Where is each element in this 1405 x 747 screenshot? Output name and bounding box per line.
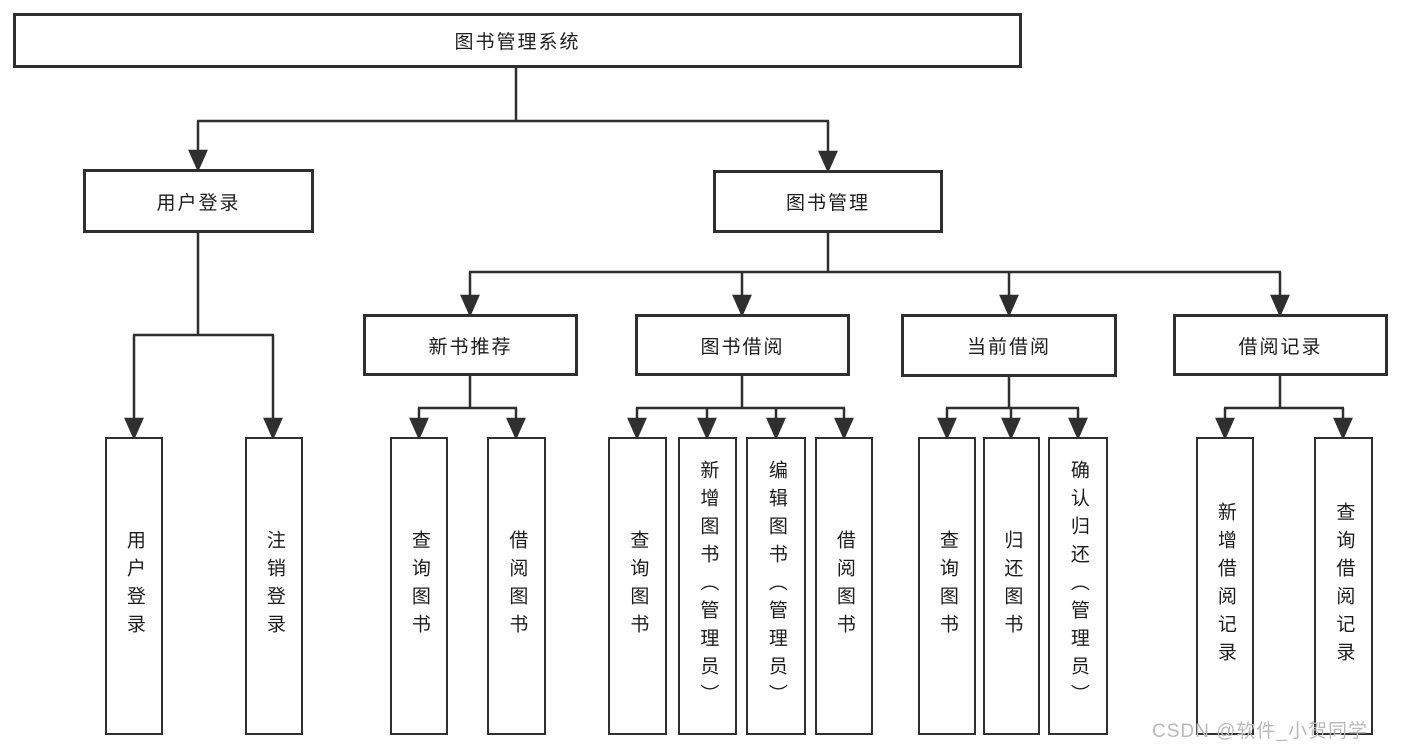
leaf-edit-books-admin: 编辑图书（管理员） [746,437,806,735]
leaf-logout-label: 注销登录 [263,530,285,642]
leaf-add-borrow-record-label: 新增借阅记录 [1214,502,1236,670]
leaf-user-login-label: 用户登录 [123,530,145,642]
leaf-borrow-books: 借阅图书 [815,437,873,735]
csdn-watermark: CSDN @软件_小贺同学 [1152,721,1368,742]
leaf-return-books-label: 归还图书 [1001,530,1023,642]
leaf-logout: 注销登录 [245,437,303,735]
leaf-query-books-borrow: 查询图书 [608,437,667,735]
leaf-query-borrow-record-label: 查询借阅记录 [1333,502,1355,670]
node-user-login: 用户登录 [83,169,314,233]
node-book-management: 图书管理 [713,170,943,233]
node-root-system: 图书管理系统 [13,13,1022,68]
leaf-query-books-current: 查询图书 [918,437,976,735]
leaf-user-login: 用户登录 [105,437,163,735]
leaf-query-borrow-record: 查询借阅记录 [1314,437,1373,735]
leaf-confirm-return-admin: 确认归还（管理员） [1048,437,1108,735]
node-borrowing-records: 借阅记录 [1173,314,1388,376]
leaf-query-books-current-label: 查询图书 [936,530,958,642]
leaf-add-borrow-record: 新增借阅记录 [1196,437,1254,735]
node-current-borrowing: 当前借阅 [901,314,1117,377]
node-book-borrowing: 图书借阅 [635,314,850,376]
leaf-confirm-return-admin-label: 确认归还（管理员） [1067,460,1089,712]
leaf-return-books: 归还图书 [983,437,1040,735]
leaf-add-books-admin: 新增图书（管理员） [678,437,737,735]
leaf-query-books-borrow-label: 查询图书 [627,530,649,642]
node-new-book-recommend: 新书推荐 [363,314,578,376]
leaf-edit-books-admin-label: 编辑图书（管理员） [765,460,787,712]
leaf-borrow-books-recommend-label: 借阅图书 [506,530,528,642]
leaf-query-books-recommend: 查询图书 [390,437,448,735]
leaf-query-books-recommend-label: 查询图书 [408,530,430,642]
leaf-borrow-books-recommend: 借阅图书 [487,437,546,735]
leaf-add-books-admin-label: 新增图书（管理员） [697,460,719,712]
leaf-borrow-books-label: 借阅图书 [833,530,855,642]
